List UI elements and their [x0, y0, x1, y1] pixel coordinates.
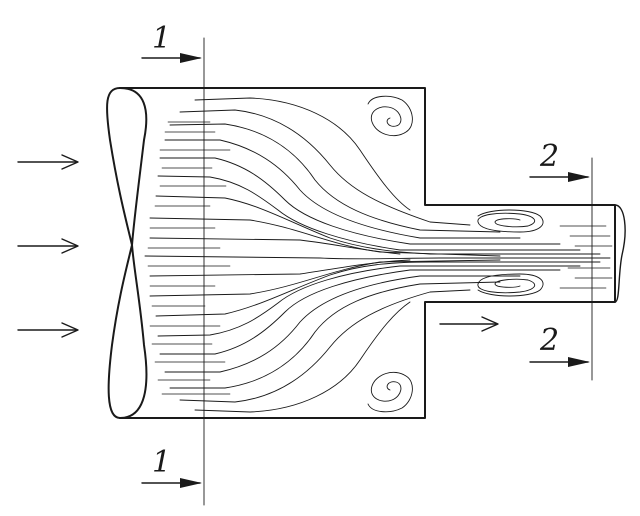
streamline — [159, 269, 561, 355]
vortex-narrow-top — [477, 209, 544, 233]
streamline — [149, 259, 501, 297]
streamline — [144, 255, 611, 260]
streamline — [155, 261, 601, 317]
section-1-label-top: 1 — [152, 21, 171, 56]
streamline — [157, 265, 581, 337]
vortex-bottom-corner — [367, 372, 413, 413]
pipe-break-left-inner — [119, 87, 148, 419]
pipe-outline — [106, 87, 626, 419]
outflow-arrow-icon — [439, 316, 499, 332]
pipe-wall — [119, 87, 616, 419]
streamline — [179, 289, 471, 403]
section-2-arrow-top — [529, 172, 590, 182]
section-2-arrow-bottom — [529, 357, 590, 367]
outlet-hatching — [559, 225, 613, 289]
streamline — [149, 237, 401, 255]
section-1: 1 1 — [141, 21, 205, 506]
vortex-top-corner — [367, 95, 413, 136]
section-1-arrow-bottom — [141, 478, 202, 488]
streamline — [149, 259, 411, 277]
section-1-arrow-top — [141, 53, 202, 63]
streamline — [157, 175, 581, 251]
inflow-arrows — [17, 154, 79, 338]
section-2-label-top: 2 — [539, 139, 559, 174]
streamline — [164, 139, 521, 239]
pipe-break-right — [614, 204, 626, 303]
streamline — [194, 301, 411, 413]
pipe-break-left — [106, 87, 133, 419]
section-1-label-bottom: 1 — [152, 445, 171, 480]
streamline — [155, 195, 601, 255]
section-2-label-bottom: 2 — [539, 323, 559, 358]
vortex-narrow-bottom — [477, 273, 544, 297]
arrow-right-icon — [17, 154, 79, 170]
streamline — [164, 275, 521, 373]
streamline — [179, 109, 471, 226]
arrow-right-icon — [17, 238, 79, 254]
streamlines — [144, 97, 611, 413]
streamline — [169, 281, 501, 389]
streamline — [159, 157, 561, 245]
streamline — [194, 97, 411, 211]
section-2: 2 2 — [529, 139, 593, 381]
streamline — [169, 123, 501, 233]
arrow-right-icon — [17, 322, 79, 338]
